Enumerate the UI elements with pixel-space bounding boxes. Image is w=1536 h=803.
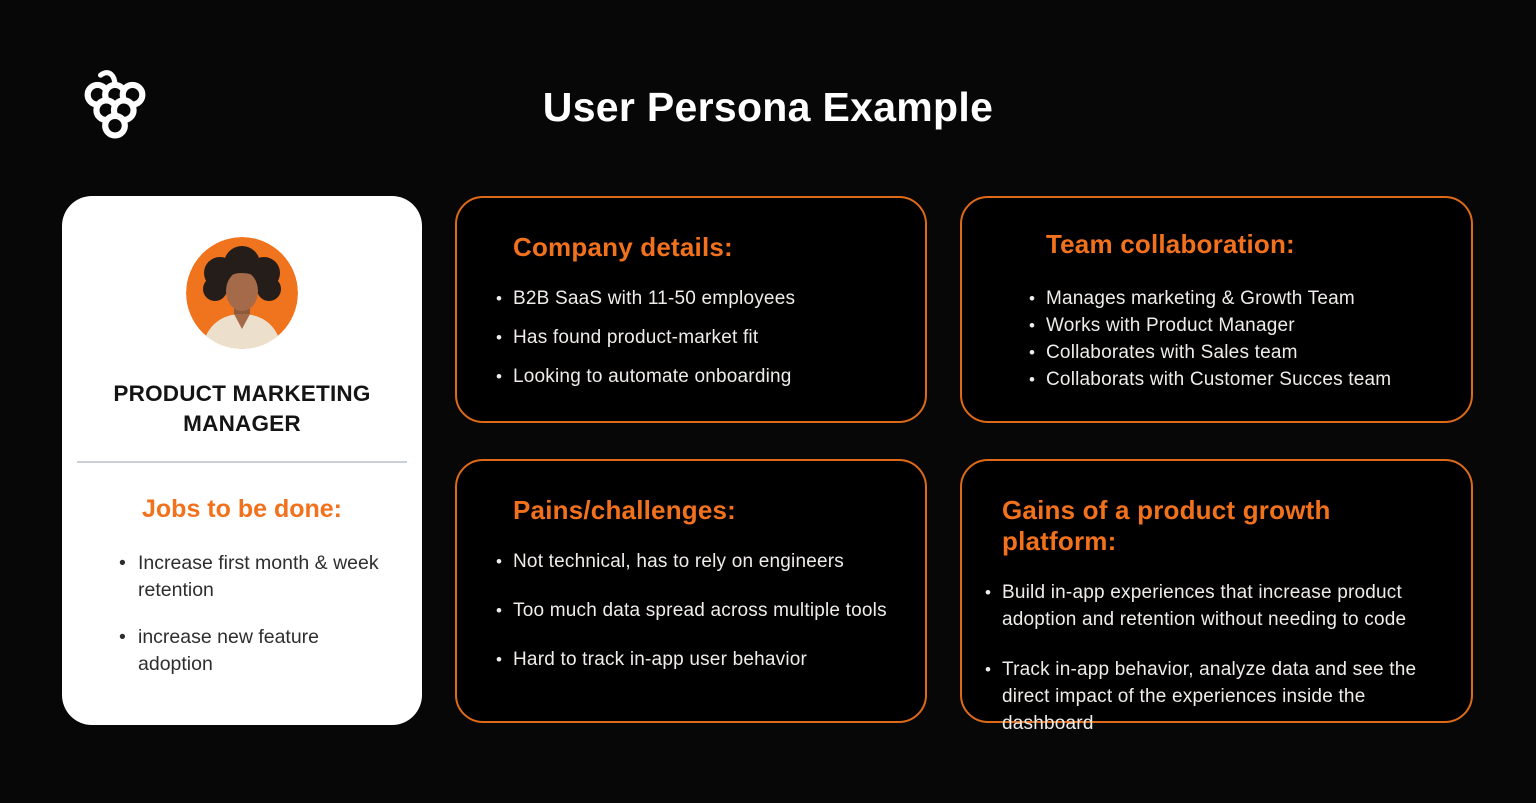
list-item: Too much data spread across multiple too… bbox=[496, 597, 899, 624]
grapes-logo-icon bbox=[82, 66, 148, 142]
team-collaboration-card: Team collaboration: Manages marketing & … bbox=[960, 196, 1473, 423]
team-collaboration-list: Manages marketing & Growth Team Works wi… bbox=[1029, 285, 1445, 393]
list-item: Has found product-market fit bbox=[496, 324, 899, 351]
list-item: Works with Product Manager bbox=[1029, 312, 1445, 339]
persona-role-title: PRODUCT MARKETING MANAGER bbox=[113, 381, 371, 436]
gains-list: Build in-app experiences that increase p… bbox=[985, 579, 1441, 737]
gains-heading: Gains of a product growth platform: bbox=[1002, 495, 1331, 556]
pains-challenges-heading: Pains/challenges: bbox=[513, 495, 737, 525]
list-item: B2B SaaS with 11-50 employees bbox=[496, 285, 899, 312]
list-item: Track in-app behavior, analyze data and … bbox=[985, 656, 1438, 737]
list-item: Looking to automate onboarding bbox=[496, 363, 899, 390]
jobs-list: Increase first month & week retention in… bbox=[119, 550, 390, 678]
persona-card: PRODUCT MARKETING MANAGER Jobs to be don… bbox=[62, 196, 422, 725]
divider bbox=[77, 461, 407, 463]
gains-card: Gains of a product growth platform: Buil… bbox=[960, 459, 1473, 734]
list-item: increase new feature adoption bbox=[119, 624, 390, 678]
company-details-list: B2B SaaS with 11-50 employees Has found … bbox=[496, 285, 899, 390]
list-item: Not technical, has to rely on engineers bbox=[496, 548, 899, 575]
list-item: Increase first month & week retention bbox=[119, 550, 390, 604]
persona-avatar bbox=[186, 237, 298, 349]
list-item: Collaborats with Customer Succes team bbox=[1029, 366, 1445, 393]
list-item: Collaborates with Sales team bbox=[1029, 339, 1445, 366]
jobs-to-be-done-heading: Jobs to be done: bbox=[142, 495, 342, 523]
team-collaboration-heading: Team collaboration: bbox=[1046, 229, 1295, 259]
company-details-heading: Company details: bbox=[513, 232, 733, 262]
list-item: Build in-app experiences that increase p… bbox=[985, 579, 1438, 633]
pains-challenges-list: Not technical, has to rely on engineers … bbox=[496, 548, 899, 673]
page-title: User Persona Example bbox=[542, 84, 994, 130]
list-item: Hard to track in-app user behavior bbox=[496, 646, 899, 673]
pains-challenges-card: Pains/challenges: Not technical, has to … bbox=[455, 459, 927, 723]
list-item: Manages marketing & Growth Team bbox=[1029, 285, 1445, 312]
company-details-card: Company details: B2B SaaS with 11-50 emp… bbox=[455, 196, 927, 423]
